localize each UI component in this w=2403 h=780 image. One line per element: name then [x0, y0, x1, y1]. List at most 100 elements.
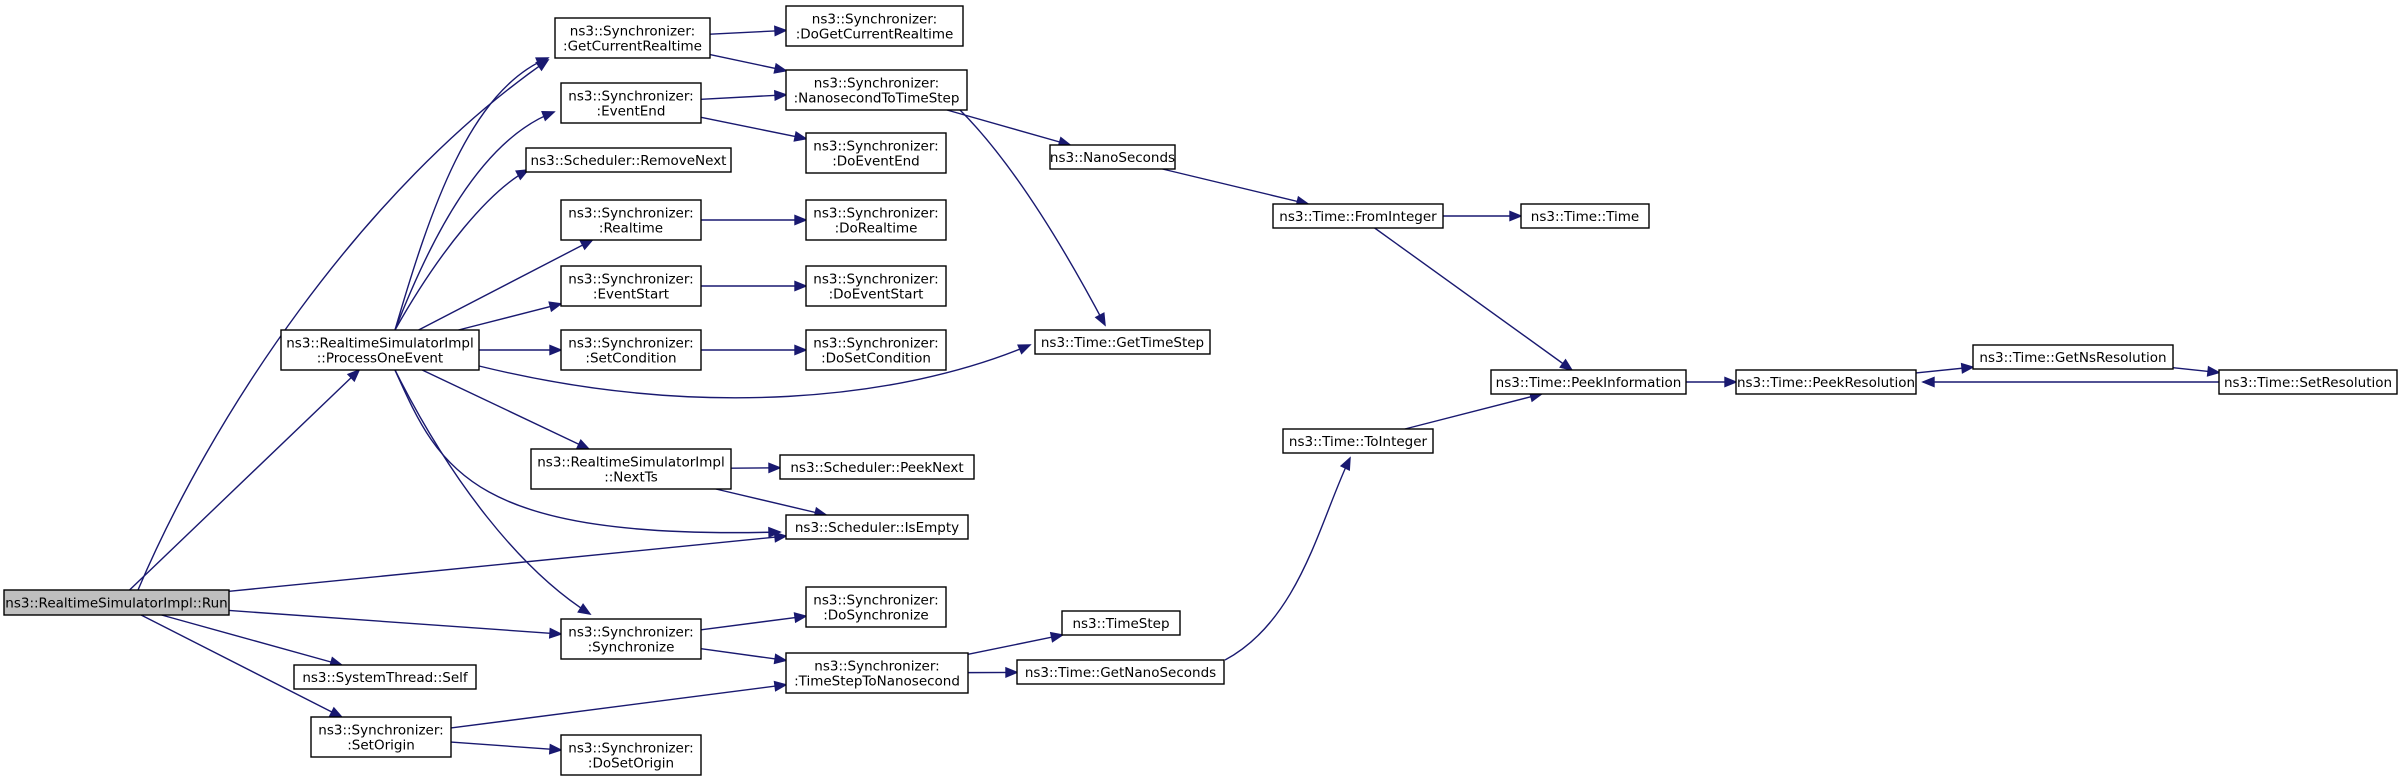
- node-timeTime[interactable]: ns3::Time::Time: [1520, 203, 1650, 229]
- node-eventEnd[interactable]: ns3::Synchronizer::EventEnd: [560, 82, 702, 124]
- arrowhead: [794, 344, 808, 356]
- node-nextTs[interactable]: ns3::RealtimeSimulatorImpl::NextTs: [530, 448, 732, 490]
- node-getNsResolution[interactable]: ns3::Time::GetNsResolution: [1972, 344, 2174, 370]
- edge-nanosecondToTimeStep-to-getTimeStep: [959, 109, 1106, 327]
- node-getNanoSeconds[interactable]: ns3::Time::GetNanoSeconds: [1016, 659, 1225, 685]
- node-box: [525, 147, 732, 173]
- arrowhead: [768, 462, 782, 474]
- node-label: :DoSynchronize: [823, 608, 929, 624]
- node-label: ns3::Time::ToInteger: [1289, 434, 1428, 450]
- node-label: ns3::Synchronizer:: [568, 206, 693, 222]
- node-timeStep[interactable]: ns3::TimeStep: [1061, 610, 1181, 636]
- node-label: :Realtime: [599, 221, 663, 237]
- edge-line: [700, 647, 787, 662]
- node-box: [1490, 369, 1687, 395]
- edge-peekResolution-to-getNsResolution: [1915, 362, 1975, 374]
- node-label: ns3::RealtimeSimulatorImpl: [286, 336, 473, 352]
- node-label: ns3::Time::PeekResolution: [1737, 375, 1915, 391]
- arrowhead: [773, 653, 788, 665]
- edge-line: [715, 488, 827, 516]
- node-label: ns3::Synchronizer:: [568, 89, 693, 105]
- edge-line: [394, 369, 781, 534]
- edge-line: [946, 109, 1071, 146]
- node-label: ns3::NanoSeconds: [1050, 150, 1175, 166]
- edge-processOneEvent-to-getCurrentRealtime: [394, 57, 550, 331]
- edge-fromInteger-to-timeTime: [1443, 210, 1523, 222]
- edge-processOneEvent-to-isEmpty: [394, 369, 782, 538]
- arrowhead: [1724, 376, 1738, 388]
- node-fromInteger[interactable]: ns3::Time::FromInteger: [1272, 203, 1444, 229]
- node-setCondition[interactable]: ns3::Synchronizer::SetCondition: [560, 329, 702, 371]
- edge-setOrigin-to-timeStepToNanosecond: [450, 680, 788, 729]
- node-timeStepToNanosecond[interactable]: ns3::Synchronizer::TimeStepToNanosecond: [785, 652, 969, 694]
- node-box: [1520, 203, 1650, 229]
- arrowhead: [793, 130, 808, 142]
- node-box: [1061, 610, 1181, 636]
- node-doEventEnd[interactable]: ns3::Synchronizer::DoEventEnd: [805, 132, 947, 174]
- node-eventStart[interactable]: ns3::Synchronizer::EventStart: [560, 265, 702, 307]
- arrowhead: [1017, 344, 1032, 355]
- node-box: [805, 586, 947, 628]
- arrowhead: [579, 239, 595, 251]
- node-doRealtime[interactable]: ns3::Synchronizer::DoRealtime: [805, 199, 947, 241]
- node-label: ns3::Time::GetNanoSeconds: [1025, 665, 1216, 681]
- node-doSetOrigin[interactable]: ns3::Synchronizer::DoSetOrigin: [560, 734, 702, 776]
- node-synchronize[interactable]: ns3::Synchronizer::Synchronize: [560, 618, 702, 660]
- edge-line: [700, 94, 787, 100]
- node-peekNext[interactable]: ns3::Scheduler::PeekNext: [779, 454, 975, 480]
- edge-line: [450, 741, 562, 751]
- node-systemThreadSelf[interactable]: ns3::SystemThread::Self: [293, 664, 477, 690]
- arrowhead: [1005, 666, 1019, 679]
- node-label: :EventEnd: [597, 104, 666, 120]
- arrowhead: [1339, 456, 1351, 471]
- node-getCurrentRealtime[interactable]: ns3::Synchronizer::GetCurrentRealtime: [554, 17, 711, 59]
- node-label: ns3::TimeStep: [1072, 616, 1169, 632]
- node-label: ns3::Synchronizer:: [813, 593, 938, 609]
- node-box: [805, 199, 947, 241]
- node-label: ns3::Scheduler::RemoveNext: [531, 153, 727, 169]
- arrowhead: [541, 110, 556, 122]
- arrowhead: [2206, 365, 2221, 377]
- node-box: [1034, 329, 1211, 355]
- node-doEventStart[interactable]: ns3::Synchronizer::DoEventStart: [805, 265, 947, 307]
- node-setOrigin[interactable]: ns3::Synchronizer::SetOrigin: [310, 716, 452, 758]
- node-isEmpty[interactable]: ns3::Scheduler::IsEmpty: [785, 514, 969, 540]
- node-nanoSeconds[interactable]: ns3::NanoSeconds: [1049, 144, 1176, 170]
- edge-line: [458, 303, 562, 331]
- node-box: [293, 664, 477, 690]
- node-doGetCurrentRealtime[interactable]: ns3::Synchronizer::DoGetCurrentRealtime: [785, 5, 964, 47]
- node-removeNext[interactable]: ns3::Scheduler::RemoveNext: [525, 147, 732, 173]
- arrowhead: [535, 57, 550, 68]
- node-label: :EventStart: [593, 287, 669, 303]
- node-run[interactable]: ns3::RealtimeSimulatorImpl::Run: [3, 589, 230, 616]
- node-label: :DoSetOrigin: [588, 756, 674, 772]
- node-doSynchronize[interactable]: ns3::Synchronizer::DoSynchronize: [805, 586, 947, 628]
- node-label: ::ProcessOneEvent: [317, 351, 443, 367]
- arrowhead: [794, 214, 808, 226]
- node-box: [530, 448, 732, 490]
- node-label: :GetCurrentRealtime: [563, 39, 702, 55]
- arrowhead: [346, 368, 361, 383]
- node-doSetCondition[interactable]: ns3::Synchronizer::DoSetCondition: [805, 329, 947, 371]
- edge-line: [1224, 457, 1351, 661]
- edge-line: [709, 53, 787, 72]
- node-peekResolution[interactable]: ns3::Time::PeekResolution: [1735, 369, 1917, 395]
- edge-line: [959, 109, 1106, 326]
- node-nanosecondToTimeStep[interactable]: ns3::Synchronizer::NanosecondToTimeStep: [785, 69, 968, 111]
- edge-line: [1374, 227, 1573, 371]
- node-getTimeStep[interactable]: ns3::Time::GetTimeStep: [1034, 329, 1211, 355]
- edge-timeStepToNanosecond-to-timeStep: [967, 631, 1065, 656]
- edge-line: [161, 614, 342, 666]
- node-processOneEvent[interactable]: ns3::RealtimeSimulatorImpl::ProcessOneEv…: [280, 329, 480, 371]
- edge-synchronize-to-doSynchronize: [700, 612, 808, 631]
- edge-line: [1162, 168, 1309, 205]
- edge-processOneEvent-to-eventStart: [458, 301, 563, 331]
- edge-processOneEvent-to-nextTs: [421, 369, 591, 450]
- node-box: [1972, 344, 2174, 370]
- node-toInteger[interactable]: ns3::Time::ToInteger: [1282, 428, 1434, 454]
- node-realtime[interactable]: ns3::Synchronizer::Realtime: [560, 199, 702, 241]
- node-box: [1272, 203, 1444, 229]
- node-setResolution[interactable]: ns3::Time::SetResolution: [2218, 369, 2398, 395]
- node-peekInformation[interactable]: ns3::Time::PeekInformation: [1490, 369, 1687, 395]
- node-label: ns3::RealtimeSimulatorImpl: [537, 455, 724, 471]
